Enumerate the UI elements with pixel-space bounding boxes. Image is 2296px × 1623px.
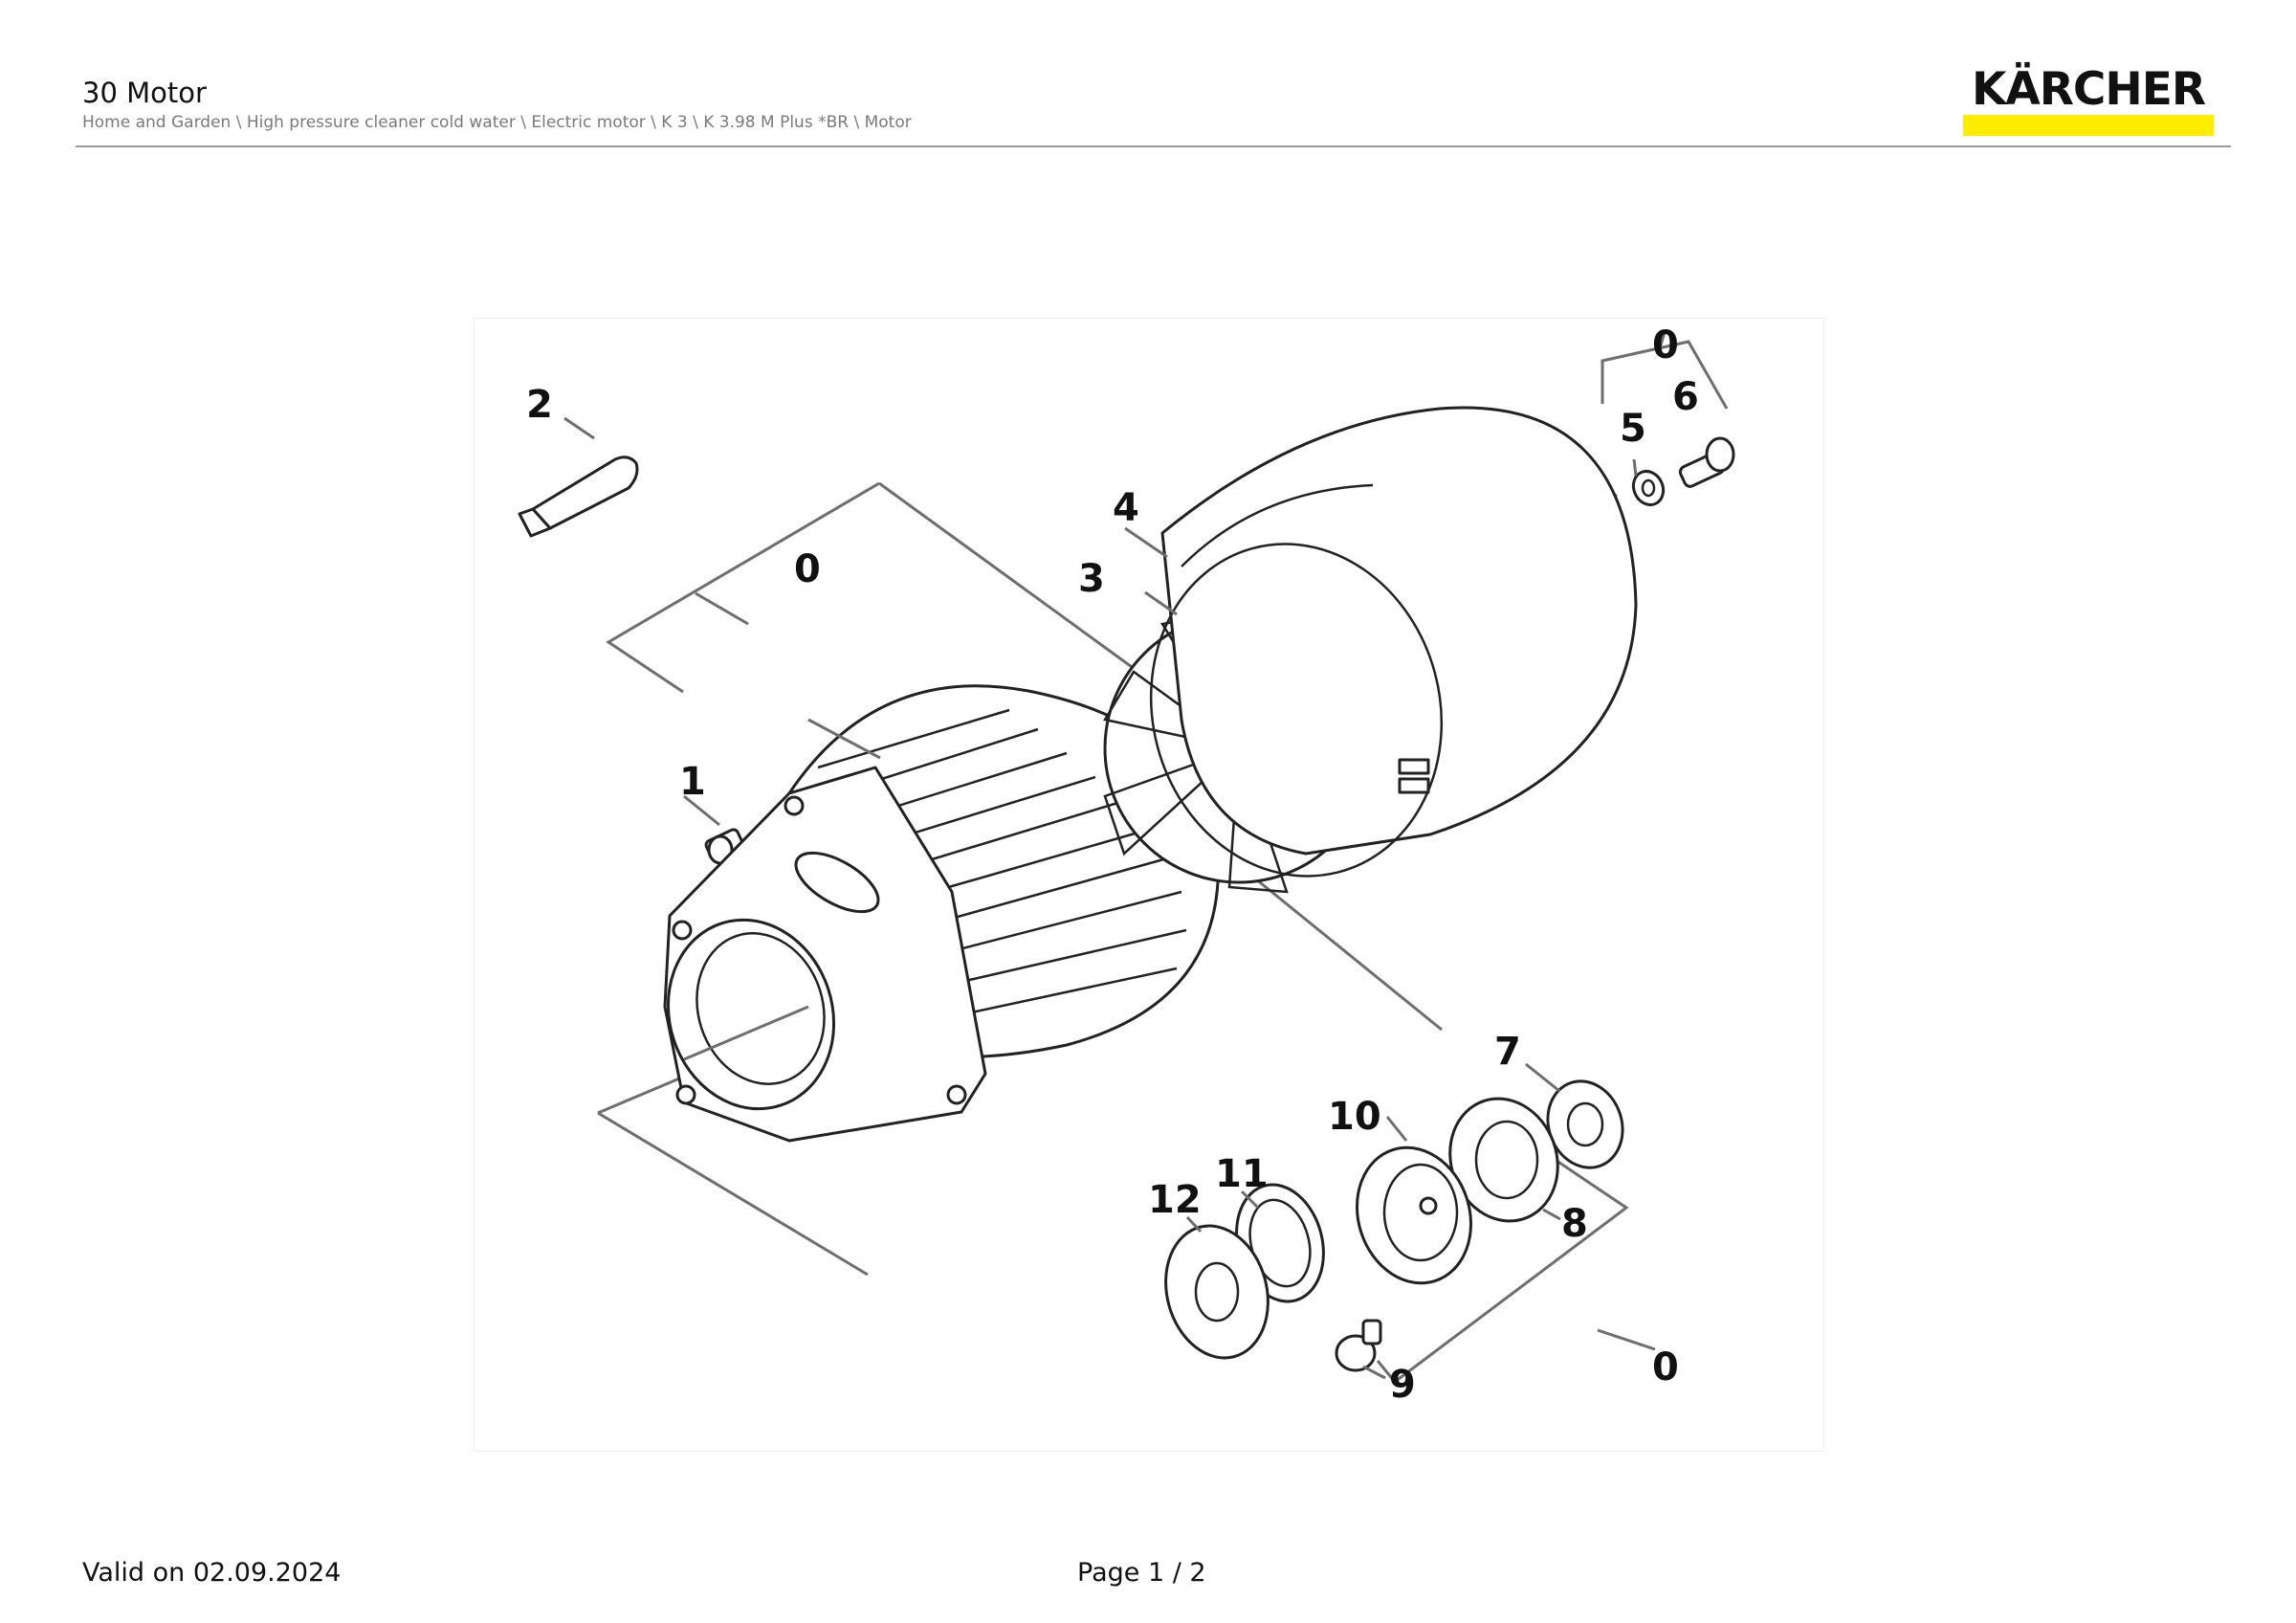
callout-10: 10: [1328, 1095, 1381, 1139]
karcher-logo: KÄRCHER: [1963, 65, 2214, 138]
bracket-0-right-2: [1376, 1360, 1397, 1383]
callout-3: 3: [1078, 557, 1105, 601]
callout-0-top: 0: [1652, 323, 1679, 367]
header-divider: [76, 145, 2231, 147]
callout-1: 1: [679, 760, 706, 804]
callout-4: 4: [1113, 486, 1139, 530]
part-4-fan-cover: [1149, 406, 1638, 878]
breadcrumb: Home and Garden \ High pressure cleaner …: [82, 113, 912, 132]
callout-2: 2: [526, 383, 553, 427]
callout-6: 6: [1672, 375, 1699, 419]
callout-9: 9: [1389, 1363, 1416, 1407]
bracket-0-left-2: [878, 481, 1139, 674]
bracket-0-bottom-2: [597, 1111, 869, 1277]
logo-yellow-bar: [1963, 115, 2214, 136]
callout-7: 7: [1494, 1030, 1521, 1074]
bracket-0-top: [1601, 340, 1729, 410]
part-8-bearing: [1448, 1097, 1559, 1223]
callout-0-bearing-set: 0: [1652, 1345, 1679, 1390]
part-6-screw: [1678, 436, 1735, 488]
callout-0-motor: 0: [794, 547, 821, 591]
callout-12: 12: [1148, 1178, 1202, 1222]
part-9-bolt: [1335, 1319, 1382, 1372]
part-10-bearing-cap: [1356, 1145, 1472, 1285]
callout-5: 5: [1620, 407, 1646, 451]
part-12-washer: [1164, 1224, 1269, 1360]
callout-11: 11: [1215, 1152, 1269, 1196]
part-2-grease-tube: [518, 456, 639, 538]
callout-8: 8: [1561, 1202, 1588, 1246]
logo-wordmark: KÄRCHER: [1971, 63, 2206, 116]
part-front-flange: [663, 766, 987, 1143]
exploded-parts-drawing: 0 1 2 3 4 0 5 6 7 8 9 10 11 12 0: [474, 318, 1824, 1452]
page-title: 30 Motor: [82, 77, 207, 109]
valid-on-date: Valid on 02.09.2024: [82, 1558, 342, 1588]
bracket-0-left: [606, 481, 880, 694]
page-number: Page 1 / 2: [1077, 1558, 1206, 1588]
part-5-washer: [1631, 469, 1666, 507]
